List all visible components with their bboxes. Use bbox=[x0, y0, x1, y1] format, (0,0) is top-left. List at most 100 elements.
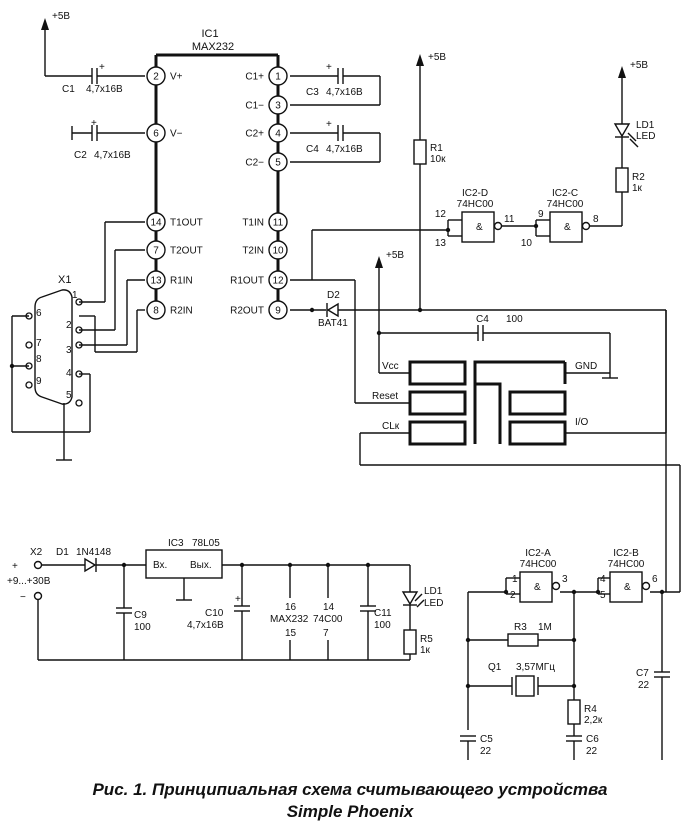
cap-c3: + C3 4,7x16В bbox=[290, 62, 381, 106]
svg-text:16: 16 bbox=[285, 602, 297, 613]
gate-ic2c: IC2-C 74HC00 & 9 10 8 bbox=[521, 188, 623, 249]
svg-text:8: 8 bbox=[593, 214, 599, 225]
c3-ref: C3 bbox=[306, 87, 319, 98]
svg-text:2: 2 bbox=[510, 590, 516, 601]
ic1-pin-name: R1OUT bbox=[230, 276, 264, 287]
ic1-ref: IC1 bbox=[201, 28, 218, 40]
ic1-pin-7: 7 bbox=[153, 246, 159, 257]
ic1-pin-name: C2+ bbox=[245, 129, 264, 140]
svg-text:R5: R5 bbox=[420, 634, 433, 645]
ic1-pin-5: 5 bbox=[275, 158, 281, 169]
ic1-pin-13: 13 bbox=[150, 276, 162, 287]
card-gnd-label: GND bbox=[575, 361, 597, 372]
svg-text:14: 14 bbox=[323, 602, 335, 613]
svg-text:+: + bbox=[326, 62, 332, 73]
svg-text:+5В: +5В bbox=[630, 60, 648, 71]
svg-text:LED: LED bbox=[636, 131, 655, 142]
ic1-pin-10: 10 bbox=[272, 246, 284, 257]
ic1-pin-name: T1OUT bbox=[170, 218, 203, 229]
svg-text:4: 4 bbox=[600, 574, 606, 585]
svg-text:IC2-C: IC2-C bbox=[552, 188, 578, 199]
svg-text:+: + bbox=[235, 594, 241, 605]
svg-text:LD1: LD1 bbox=[424, 586, 443, 597]
svg-text:C5: C5 bbox=[480, 734, 493, 745]
svg-text:9: 9 bbox=[538, 209, 544, 220]
ic1-pin-9: 9 bbox=[275, 306, 281, 317]
db9-pin-8: 8 bbox=[36, 354, 42, 365]
ic1-pin-name: T2IN bbox=[242, 246, 264, 257]
ic1-pin-name: T2OUT bbox=[170, 246, 203, 257]
ic1-pin-name: T1IN bbox=[242, 218, 264, 229]
card-reset-label: Reset bbox=[372, 391, 398, 402]
svg-text:1M: 1M bbox=[538, 622, 552, 633]
svg-text:Вых.: Вых. bbox=[190, 560, 212, 571]
svg-text:22: 22 bbox=[480, 746, 492, 757]
svg-text:+: + bbox=[326, 119, 332, 130]
ic1-right-pins: 1C1+3C1−4C2+5C2−11T1IN10T2IN12R1OUT9R2OU… bbox=[230, 66, 288, 320]
ic1-pin-11: 11 bbox=[273, 218, 284, 229]
svg-text:3: 3 bbox=[562, 574, 568, 585]
ic1-pin-name: R2OUT bbox=[230, 306, 264, 317]
svg-text:11: 11 bbox=[504, 214, 515, 225]
c4top-ref: C4 bbox=[306, 144, 319, 155]
card-vcc-supply: +5В C4 100 bbox=[375, 250, 618, 379]
diode-d2: D2 BAT41 bbox=[290, 290, 666, 329]
svg-text:Q1: Q1 bbox=[488, 662, 502, 673]
svg-text:IC3: IC3 bbox=[168, 538, 184, 549]
svg-text:C11: C11 bbox=[374, 608, 392, 619]
svg-text:1N4148: 1N4148 bbox=[76, 547, 111, 558]
ic1-pin-8: 8 bbox=[153, 306, 159, 317]
ic1-pin-14: 14 bbox=[150, 218, 162, 229]
ic1-pin-name: C1− bbox=[245, 101, 264, 112]
x1-ref: X1 bbox=[58, 274, 71, 286]
svg-text:Вх.: Вх. bbox=[153, 560, 167, 571]
svg-text:&: & bbox=[624, 582, 631, 593]
ic1-pin-name: R1IN bbox=[170, 276, 193, 287]
svg-text:C4: C4 bbox=[476, 314, 489, 325]
svg-text:22: 22 bbox=[586, 746, 598, 757]
svg-text:+9...+30В: +9...+30В bbox=[7, 576, 51, 587]
svg-text:1к: 1к bbox=[420, 645, 431, 656]
ic1-pin-name: R2IN bbox=[170, 306, 193, 317]
ic1-pin-name: V+ bbox=[170, 72, 183, 83]
c1-ref: C1 bbox=[62, 84, 75, 95]
db9-pin-7: 7 bbox=[36, 338, 42, 349]
cap-c4-top: + C4 4,7x16В bbox=[290, 119, 381, 163]
svg-text:13: 13 bbox=[435, 238, 447, 249]
db9-pin-6: 6 bbox=[36, 308, 42, 319]
card-io-label: I/O bbox=[575, 417, 589, 428]
svg-text:R4: R4 bbox=[584, 704, 597, 715]
svg-text:74HC00: 74HC00 bbox=[608, 559, 645, 570]
svg-text:2,2к: 2,2к bbox=[584, 715, 603, 726]
c4top-val: 4,7x16В bbox=[326, 144, 363, 155]
svg-text:12: 12 bbox=[435, 209, 447, 220]
ic1-pin-1: 1 bbox=[275, 72, 281, 83]
svg-text:X2: X2 bbox=[30, 547, 43, 558]
svg-text:100: 100 bbox=[506, 314, 523, 325]
gate-ic2d: IC2-D 74HC00 & 12 13 11 bbox=[435, 188, 536, 249]
svg-text:100: 100 bbox=[374, 620, 391, 631]
r1-ref: R1 bbox=[430, 143, 443, 154]
figure-caption-line1: Рис. 1. Принципиальная схема считывающег… bbox=[92, 780, 608, 799]
svg-text:4,7x16В: 4,7x16В bbox=[187, 620, 224, 631]
svg-text:C7: C7 bbox=[636, 668, 649, 679]
svg-text:10: 10 bbox=[521, 238, 533, 249]
oscillator: IC2-A 74HC00 & 1 2 3 IC2-B 74HC00 & 4 5 … bbox=[460, 548, 680, 760]
ic1-pin-name: C1+ bbox=[245, 72, 264, 83]
card-clk-label: CLк bbox=[382, 421, 400, 432]
ic1-pin-name: C2− bbox=[245, 158, 264, 169]
svg-text:D2: D2 bbox=[327, 290, 340, 301]
svg-text:LED: LED bbox=[424, 598, 443, 609]
svg-text:&: & bbox=[534, 582, 541, 593]
svg-text:IC2-A: IC2-A bbox=[525, 548, 551, 559]
svg-text:C6: C6 bbox=[586, 734, 599, 745]
c2-val: 4,7x16В bbox=[94, 150, 131, 161]
svg-text:MAX232: MAX232 bbox=[270, 614, 309, 625]
c3-val: 4,7x16В bbox=[326, 87, 363, 98]
svg-text:+: + bbox=[91, 118, 97, 129]
figure-caption-line2: Simple Phoenix bbox=[286, 802, 414, 821]
svg-text:100: 100 bbox=[134, 622, 151, 633]
